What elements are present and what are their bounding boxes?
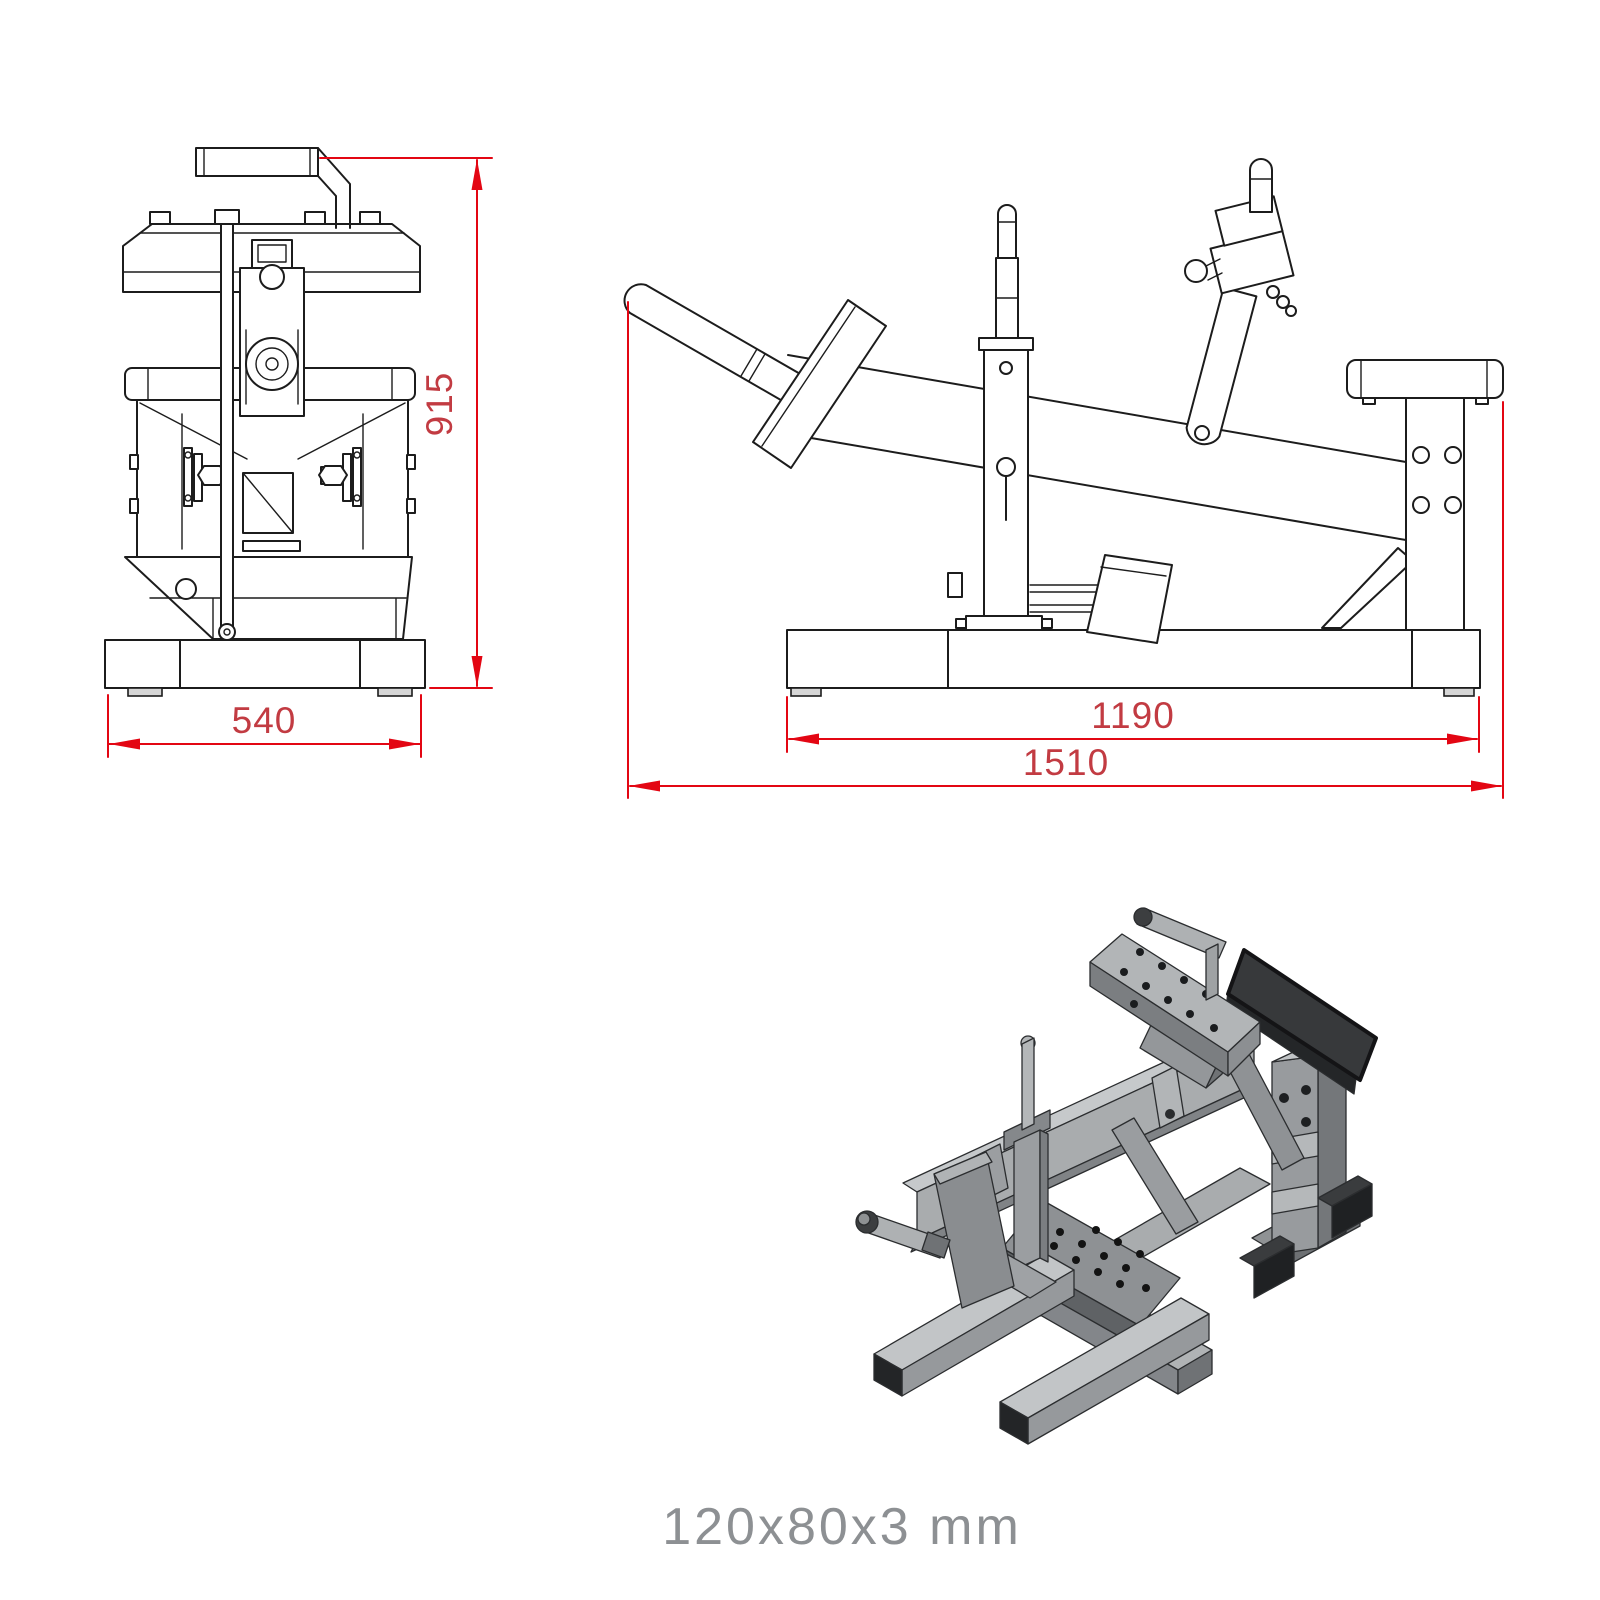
dimension-side-total-length: 1510 — [627, 301, 1504, 799]
arrow-left-icon — [629, 780, 660, 792]
side-knee-pad-arm — [1184, 158, 1297, 446]
dimension-side-base-length: 1190 — [786, 695, 1480, 753]
iso-checker-texture — [1050, 1226, 1150, 1292]
tube-spec-caption: 120x80x3 mm — [662, 1498, 1022, 1556]
front-base — [104, 639, 426, 689]
side-foot-left — [790, 687, 822, 697]
isometric-view — [855, 907, 1378, 1445]
iso-front-foot — [1253, 1243, 1295, 1299]
iso-seat-pad — [1226, 948, 1378, 1082]
front-weight-axle-right — [318, 447, 362, 507]
side-plate-holder — [752, 299, 887, 469]
side-seat-pad — [1346, 359, 1504, 399]
dimension-label-side-total: 1510 — [1023, 742, 1109, 783]
front-strap — [214, 209, 240, 641]
side-grip-handle — [623, 283, 887, 469]
arrow-right-icon — [1471, 780, 1502, 792]
arrow-right-icon — [1447, 733, 1478, 745]
arrow-down-icon — [471, 656, 483, 687]
front-center-column — [239, 239, 305, 417]
front-pivot-boss — [245, 337, 299, 391]
side-rear-brace — [1321, 547, 1414, 629]
dimension-front-width: 540 — [107, 694, 422, 758]
side-seat-column — [1405, 397, 1465, 631]
side-foot-right — [1443, 687, 1475, 697]
front-handle — [195, 147, 351, 229]
side-view — [623, 158, 1504, 697]
dimension-label-front-height: 915 — [419, 372, 460, 437]
arrow-up-icon — [471, 159, 483, 190]
iso-rear-foot — [1331, 1183, 1373, 1239]
iso-front-post — [1013, 1129, 1041, 1271]
front-foot-left — [127, 687, 163, 697]
dimension-front-height: 915 — [319, 157, 493, 689]
arrow-left-icon — [109, 738, 140, 750]
dimension-label-front-width: 540 — [232, 700, 297, 741]
side-foot-plate — [1086, 554, 1173, 644]
front-foot-right — [377, 687, 413, 697]
arrow-right-icon — [389, 738, 420, 750]
side-front-post — [947, 204, 1173, 644]
arrow-left-icon — [788, 733, 819, 745]
dimension-label-side-base: 1190 — [1091, 695, 1175, 736]
front-view — [104, 147, 426, 697]
side-pop-pin — [1184, 259, 1208, 283]
side-main-beam — [775, 354, 1407, 541]
